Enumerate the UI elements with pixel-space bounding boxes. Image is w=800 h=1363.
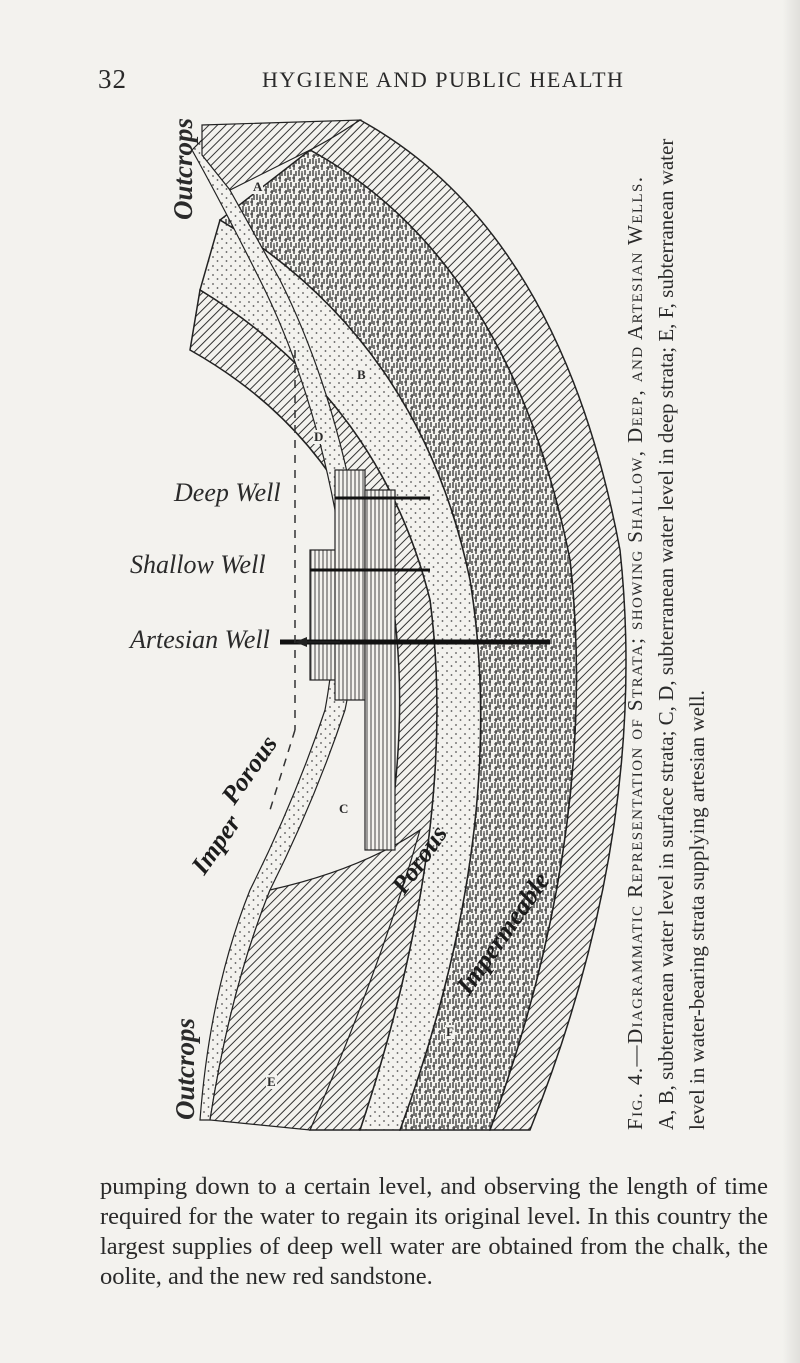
caption-title: —Diagrammatic Representation of Strata; …: [623, 175, 647, 1067]
shallow-well-label: Shallow Well: [130, 550, 266, 579]
deep-well-shaft: [334, 469, 366, 701]
caption-body: A, B, subterranean water level in surfac…: [654, 138, 709, 1130]
deep-well-label: Deep Well: [174, 478, 281, 507]
letter-e-label: E: [266, 1074, 277, 1089]
letter-c-label: C: [338, 801, 350, 816]
artesian-arrowhead: [295, 637, 307, 647]
outcrops-bottom-label: Outcrops: [170, 1017, 200, 1120]
lower-impermeable-wedge: [209, 828, 422, 1131]
page-header: 32 HYGIENE AND PUBLIC HEALTH: [0, 64, 800, 100]
outcrops-top-label: Outcrops: [168, 117, 198, 220]
caption-label: Fig. 4.: [623, 1066, 647, 1130]
body-paragraph: pumping down to a certain level, and obs…: [100, 1172, 768, 1290]
artesian-well-shaft: [364, 489, 396, 851]
figure-caption: Fig. 4.—Diagrammatic Representation of S…: [620, 100, 713, 1130]
shallow-well-shaft: [309, 549, 337, 681]
caption-title-line: Fig. 4.—Diagrammatic Representation of S…: [620, 100, 651, 1130]
letter-b-label: B: [356, 367, 367, 382]
letter-a-label: A: [252, 179, 264, 194]
top-impermeable-cap: [201, 119, 363, 191]
artesian-well-label: Artesian Well: [130, 625, 270, 654]
running-head: HYGIENE AND PUBLIC HEALTH: [262, 67, 625, 92]
letter-d-label: D: [313, 429, 325, 444]
page-edge-shadow: [782, 0, 800, 1363]
strata-drawing: [189, 119, 627, 1131]
letter-f-label: F: [445, 1024, 455, 1039]
strata-diagram: Outcrops Outcrops Deep Well Shallow Well…: [130, 110, 690, 1140]
page-number: 32: [98, 64, 127, 94]
